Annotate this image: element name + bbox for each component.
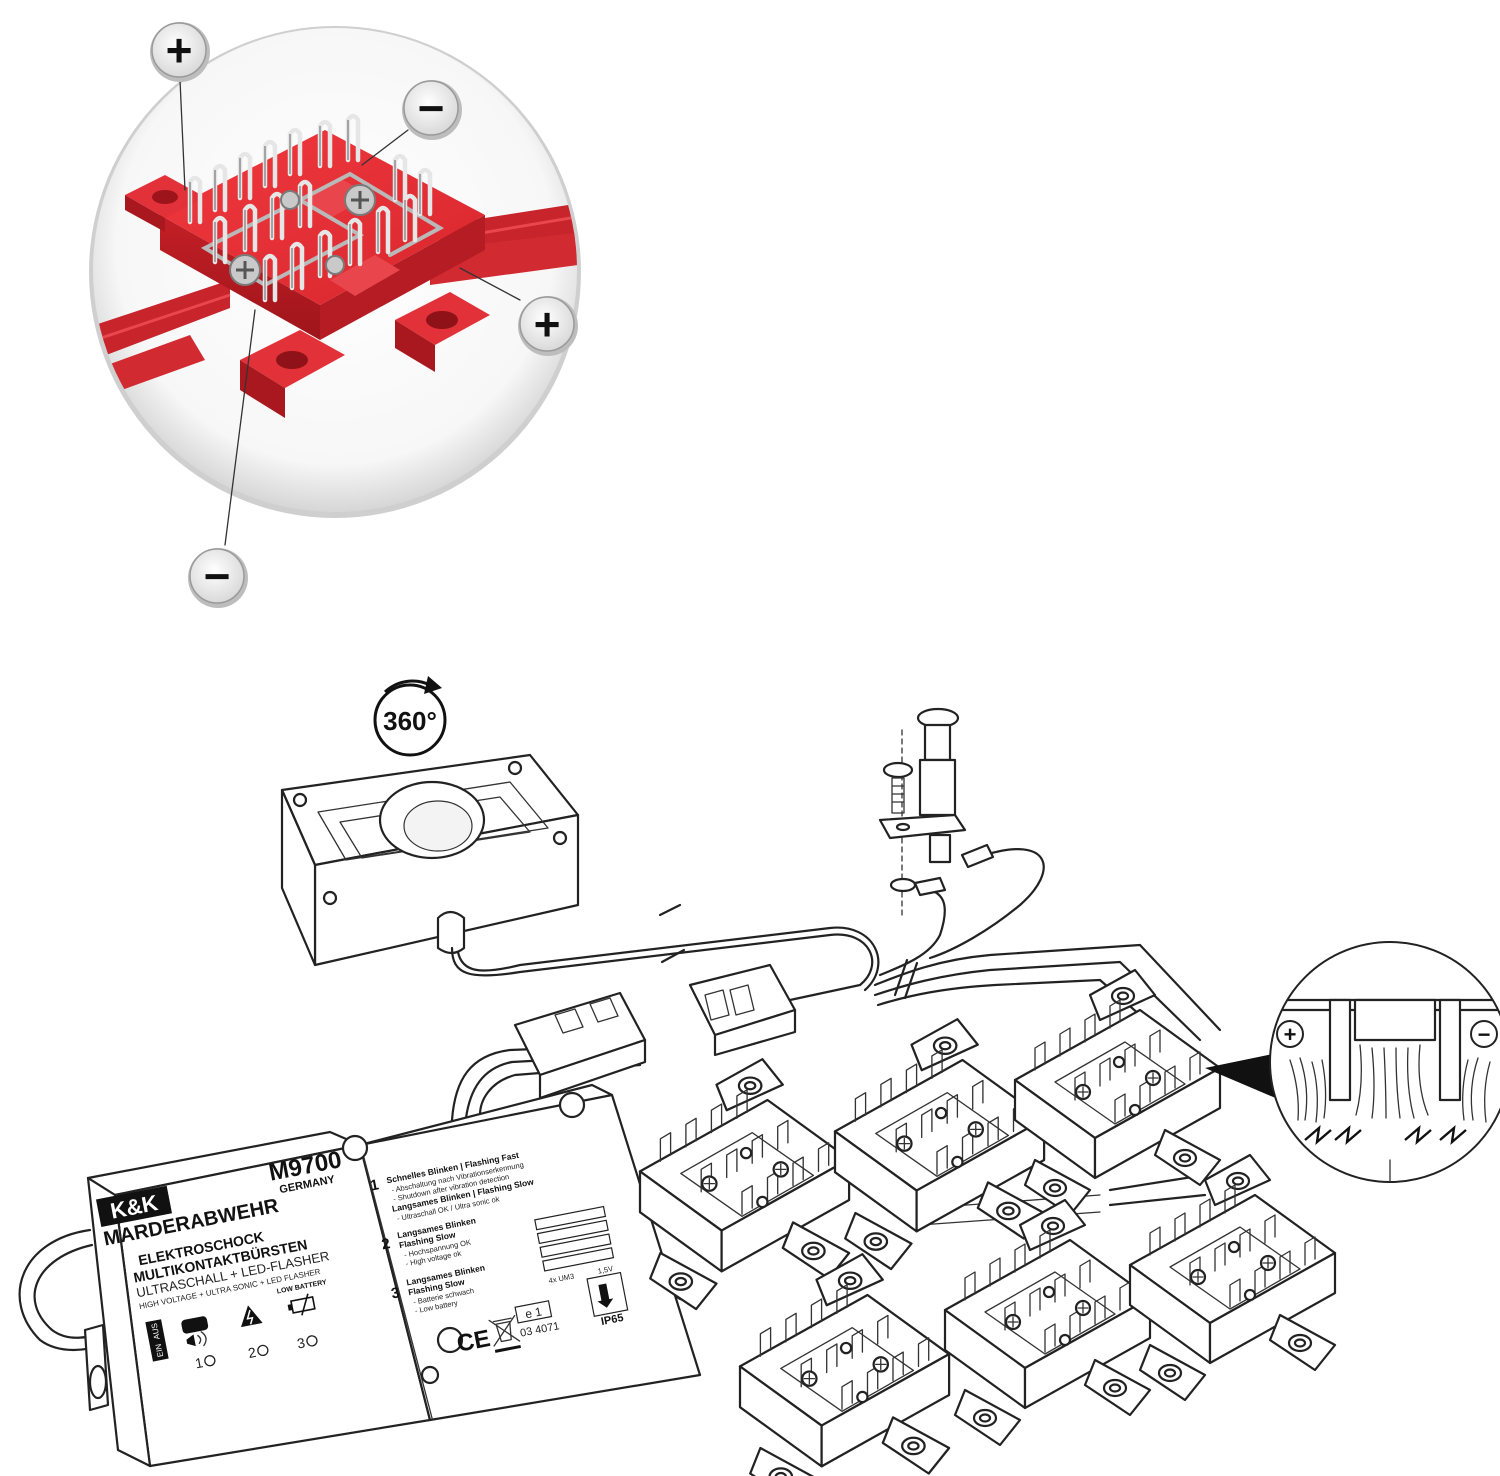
photo-detail-circle: + − + − <box>89 22 581 608</box>
cable-harness <box>450 848 1222 1226</box>
detail-minus-label: − <box>1478 1022 1491 1047</box>
indicator-1-label: 1 <box>194 1354 205 1371</box>
rotate-arrow-icon <box>424 676 442 694</box>
callout-plus-top-left: + <box>150 22 210 82</box>
ultrasonic-speaker <box>280 753 580 967</box>
battery-compartment-icon <box>534 1205 615 1272</box>
brush-block-1 <box>638 1058 851 1311</box>
callout-leaders <box>179 79 521 546</box>
brush-block-3 <box>1013 968 1222 1217</box>
indicator-3-led <box>306 1335 318 1347</box>
brush-block-6 <box>1128 1153 1337 1402</box>
rotation-label: 360° <box>383 706 437 736</box>
high-voltage-icon <box>241 1305 263 1328</box>
detail-minus-badge: − <box>1470 1020 1498 1048</box>
plus-label: + <box>534 298 561 350</box>
battery-voltage-label: 1,5V <box>597 1264 614 1276</box>
callout-minus-bottom: − <box>188 548 248 608</box>
indicator-1-led <box>204 1355 216 1367</box>
grounding-bolt <box>878 707 995 916</box>
detail-plus-badge: + <box>1276 1020 1304 1048</box>
car-speaker-icon <box>181 1316 209 1347</box>
battery-icon <box>287 1293 316 1316</box>
indicator-3-label: 3 <box>296 1334 307 1351</box>
plug-connector-left <box>513 991 647 1100</box>
water-drop-icon <box>597 1283 614 1308</box>
plug-connector-right <box>688 963 797 1057</box>
cert-mark-box <box>514 1300 553 1324</box>
screw-heads <box>229 184 376 286</box>
minus-label: − <box>418 82 445 134</box>
brush-block-4 <box>738 1253 951 1476</box>
rotation-badge: 360° <box>373 676 447 757</box>
callout-minus-top-right: − <box>402 80 462 140</box>
minus-label: − <box>204 550 231 602</box>
plus-label: + <box>166 24 193 76</box>
control-module <box>18 1083 702 1468</box>
cert-mark: e 1 <box>524 1304 543 1321</box>
legend-item-2-number: 2 <box>380 1235 391 1253</box>
callout-plus-right: + <box>518 296 578 356</box>
weee-bin-icon <box>488 1314 521 1353</box>
brush-block-2 <box>833 1018 1046 1271</box>
brand-logo <box>95 1185 173 1227</box>
detail-plus-label: + <box>1284 1022 1297 1047</box>
power-switch-label <box>145 1319 169 1362</box>
indicator-2-label: 2 <box>247 1344 258 1361</box>
legend-item-1-number: 1 <box>369 1176 380 1194</box>
ip-rating: IP65 <box>600 1312 625 1328</box>
ce-mark: CE <box>455 1325 493 1358</box>
module-label-panel: K&K M9700 GERMANY MARDERABWEHR ELEKTROSC… <box>95 1146 344 1371</box>
brush-block-5 <box>943 1198 1152 1447</box>
switch-on-label: EIN <box>154 1343 165 1358</box>
red-contact-block-photo <box>93 113 577 418</box>
spark-icons <box>1304 1125 1467 1145</box>
zoom-detail-circle: + − <box>1205 941 1500 1183</box>
indicator-2-led <box>257 1344 269 1357</box>
legend-item-3-number: 3 <box>390 1284 401 1302</box>
switch-off-label: AUS <box>150 1322 162 1340</box>
